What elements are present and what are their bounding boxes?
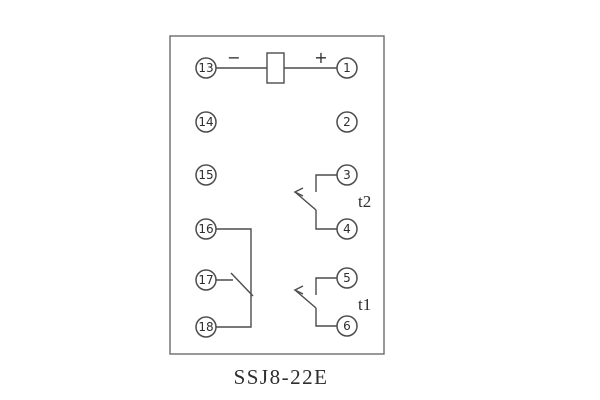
terminal-5-label: 5 <box>343 271 351 285</box>
terminal-15-label: 15 <box>198 168 213 182</box>
contact-t2 <box>293 174 337 230</box>
terminal-6: 6 <box>336 315 358 337</box>
coil-symbol <box>266 52 285 84</box>
terminal-14-label: 14 <box>198 115 213 129</box>
t2-contact-arm <box>294 191 317 211</box>
polarity-minus-label: − <box>227 48 240 67</box>
contact-t1 <box>293 277 337 327</box>
terminal-15: 15 <box>195 164 217 186</box>
polarity-plus-label: + <box>314 48 327 67</box>
terminal-18: 18 <box>195 316 217 338</box>
t1-label: t1 <box>358 295 371 314</box>
t1-contact-arm <box>294 289 317 309</box>
terminal-1-label: 1 <box>343 61 351 75</box>
terminal-18-label: 18 <box>198 320 213 334</box>
relay-outline <box>169 35 385 355</box>
terminal-2-label: 2 <box>343 115 351 129</box>
terminal-6-label: 6 <box>343 319 351 333</box>
t2-fixed-lead <box>315 174 337 192</box>
terminal-17: 17 <box>195 269 217 291</box>
contact-16-17-18 <box>216 228 254 328</box>
t2-delay-arrow-icon <box>293 187 304 197</box>
contact-17-arm <box>230 272 254 297</box>
t2-moving-lead <box>315 210 337 230</box>
t1-fixed-lead <box>315 277 337 295</box>
terminal-17-label: 17 <box>198 273 213 287</box>
terminal-5: 5 <box>336 267 358 289</box>
contact-16-18-bus <box>216 228 252 328</box>
terminal-3: 3 <box>336 164 358 186</box>
terminal-1-circle <box>336 57 358 79</box>
terminal-13: 13 <box>195 57 217 79</box>
terminal-2-circle <box>336 111 358 133</box>
t1-delay-arrow-icon <box>293 285 304 295</box>
terminal-14-circle <box>195 111 217 133</box>
terminal-16-label: 16 <box>198 222 213 236</box>
terminal-2: 2 <box>336 111 358 133</box>
terminal-13-circle <box>195 57 217 79</box>
diagram-caption: SSJ8-22E <box>234 365 329 389</box>
terminal-16: 16 <box>195 218 217 240</box>
terminal-1: 1 <box>336 57 358 79</box>
terminal-13-label: 13 <box>198 61 213 75</box>
t2-label: t2 <box>358 192 371 211</box>
terminal-3-label: 3 <box>343 168 351 182</box>
t1-moving-lead <box>315 308 337 327</box>
terminal-4: 4 <box>336 218 358 240</box>
terminal-15-circle <box>195 164 217 186</box>
terminal-14: 14 <box>195 111 217 133</box>
terminal-4-label: 4 <box>343 222 351 236</box>
